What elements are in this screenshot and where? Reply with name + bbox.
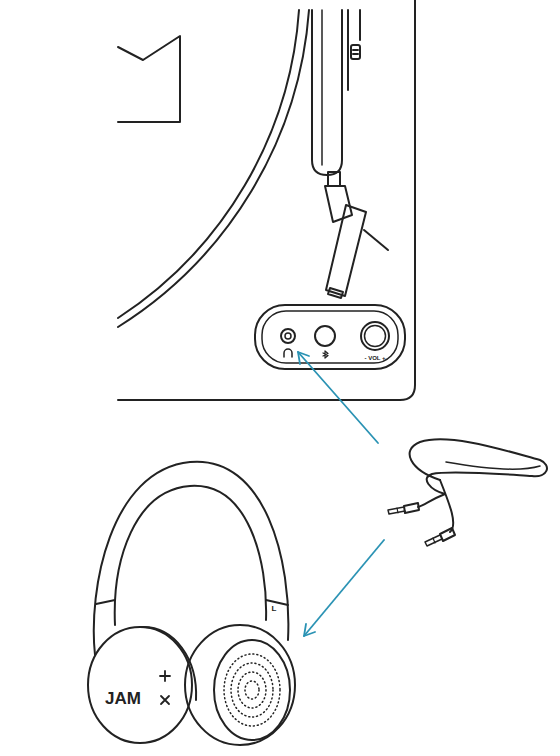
tonearm-rod	[321, 10, 323, 165]
platter-edge	[118, 10, 309, 327]
audio-cable-loop	[446, 462, 540, 469]
turntable-base	[118, 0, 415, 400]
platter-inner	[118, 10, 299, 318]
speaker-dots	[245, 681, 259, 699]
audio-cable-loop	[410, 439, 547, 494]
tonearm-post	[359, 10, 361, 40]
connection-arrow	[304, 540, 384, 636]
volume-knob	[361, 322, 389, 350]
jack-pin	[388, 507, 405, 514]
control-panel-inner	[262, 311, 398, 363]
cartridge	[326, 205, 366, 296]
headphone-icon	[284, 349, 292, 357]
connection-arrow	[298, 352, 378, 443]
tonearm-post	[347, 10, 349, 90]
headphone-jack	[281, 329, 295, 343]
headshell	[325, 186, 352, 222]
brand-logo: JAM	[105, 690, 141, 707]
stylus	[328, 288, 343, 298]
tonearm-lever-mark	[353, 50, 358, 54]
arrowhead	[304, 624, 315, 636]
jack-pin	[425, 535, 442, 546]
speaker-dots	[238, 672, 266, 708]
finger-lift	[364, 230, 388, 250]
volume-knob-inner	[365, 326, 386, 347]
jack-ring	[433, 538, 435, 543]
record-sleeve	[118, 36, 180, 122]
headband-inner	[115, 486, 266, 625]
arrowhead	[298, 352, 309, 364]
right-ear-cup	[185, 625, 295, 745]
audio-cable	[440, 480, 453, 532]
audio-cable	[418, 494, 445, 507]
headband-outer	[94, 462, 289, 655]
left-ear-cup	[88, 627, 192, 743]
tonearm-rest	[312, 10, 342, 175]
jack-ring	[397, 508, 398, 513]
headband-slider	[96, 600, 115, 604]
headshell-joint	[328, 172, 340, 186]
bluetooth-icon	[323, 351, 328, 358]
headphone-jack-hole	[285, 333, 291, 339]
tonearm-lever	[351, 45, 360, 59]
control-panel	[255, 305, 405, 369]
speaker-dots	[231, 663, 273, 717]
volume-label: - VOL +	[364, 355, 385, 361]
ear-cushion	[214, 640, 290, 740]
side-marker: L	[272, 605, 277, 613]
jack-plug	[404, 503, 419, 513]
headphone-controls	[160, 671, 170, 704]
headband-slider	[266, 600, 288, 605]
bluetooth-button	[315, 326, 335, 346]
speaker-dots	[224, 654, 280, 726]
